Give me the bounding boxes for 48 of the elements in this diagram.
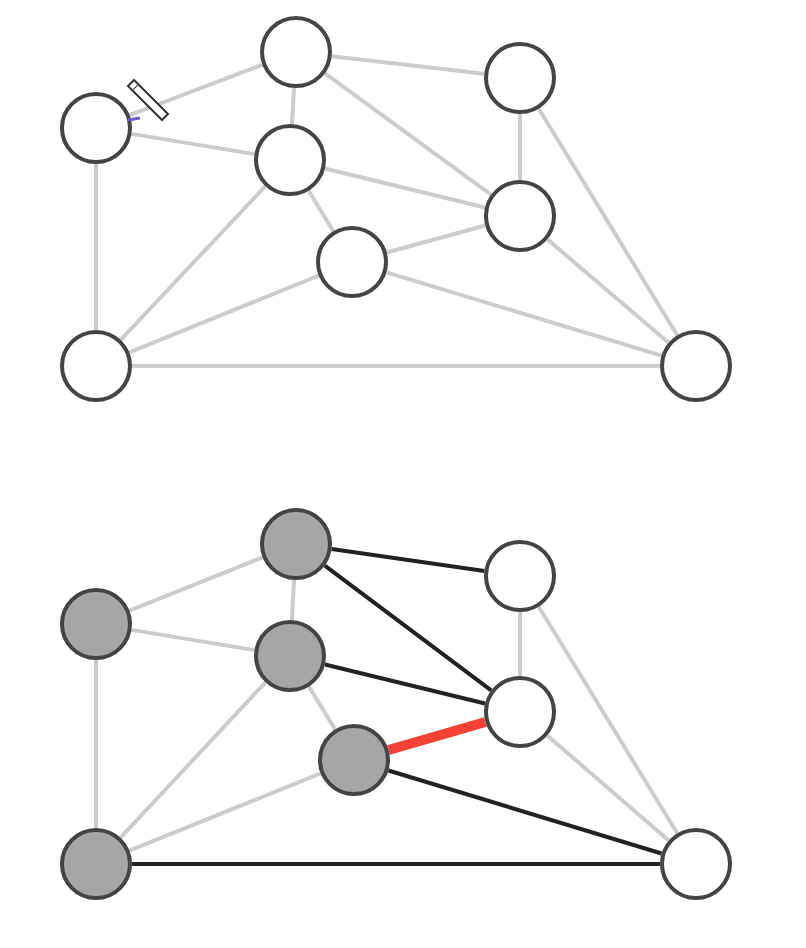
circle [484,540,556,612]
connector-line [537,605,679,835]
connector-line [132,862,660,866]
connector-line [324,662,486,706]
connector-line [132,364,660,368]
connector-line [385,270,663,358]
connector-line [537,107,679,337]
shaded-circle [60,588,132,660]
connector-line [119,680,267,840]
circle [254,124,326,196]
connector-line [323,564,493,692]
connector-line [128,62,264,118]
connector-line [387,717,487,755]
connector-line [119,184,267,342]
circle [484,180,556,252]
connector-line [128,273,320,355]
circle [60,92,132,164]
circle [316,226,388,298]
connector-line [518,612,522,676]
connector-line [307,189,335,233]
connector-line [94,164,98,330]
circle [260,16,332,88]
connector-line [331,547,485,573]
circle [660,330,732,402]
shaded-circle [260,508,332,580]
circle [484,676,556,748]
connector-line [331,54,485,76]
connector-line [128,555,264,613]
connector-line [387,768,663,856]
connector-line [386,223,486,255]
connector-line [546,237,670,345]
circle [484,42,556,114]
shaded-circle [318,724,390,796]
connector-line [290,87,296,125]
connector-line [131,131,255,157]
connector-line [545,734,671,842]
connector-line [131,627,255,653]
connector-line [307,685,337,731]
shaded-circle [60,828,132,900]
shaded-circle [254,620,326,692]
circle [660,828,732,900]
connector-line [323,71,493,197]
connector-line [518,114,522,180]
circle [60,330,132,402]
connector-line [324,166,486,210]
connector-line [289,579,297,621]
connector-line [128,771,322,853]
connector-line [94,660,98,828]
